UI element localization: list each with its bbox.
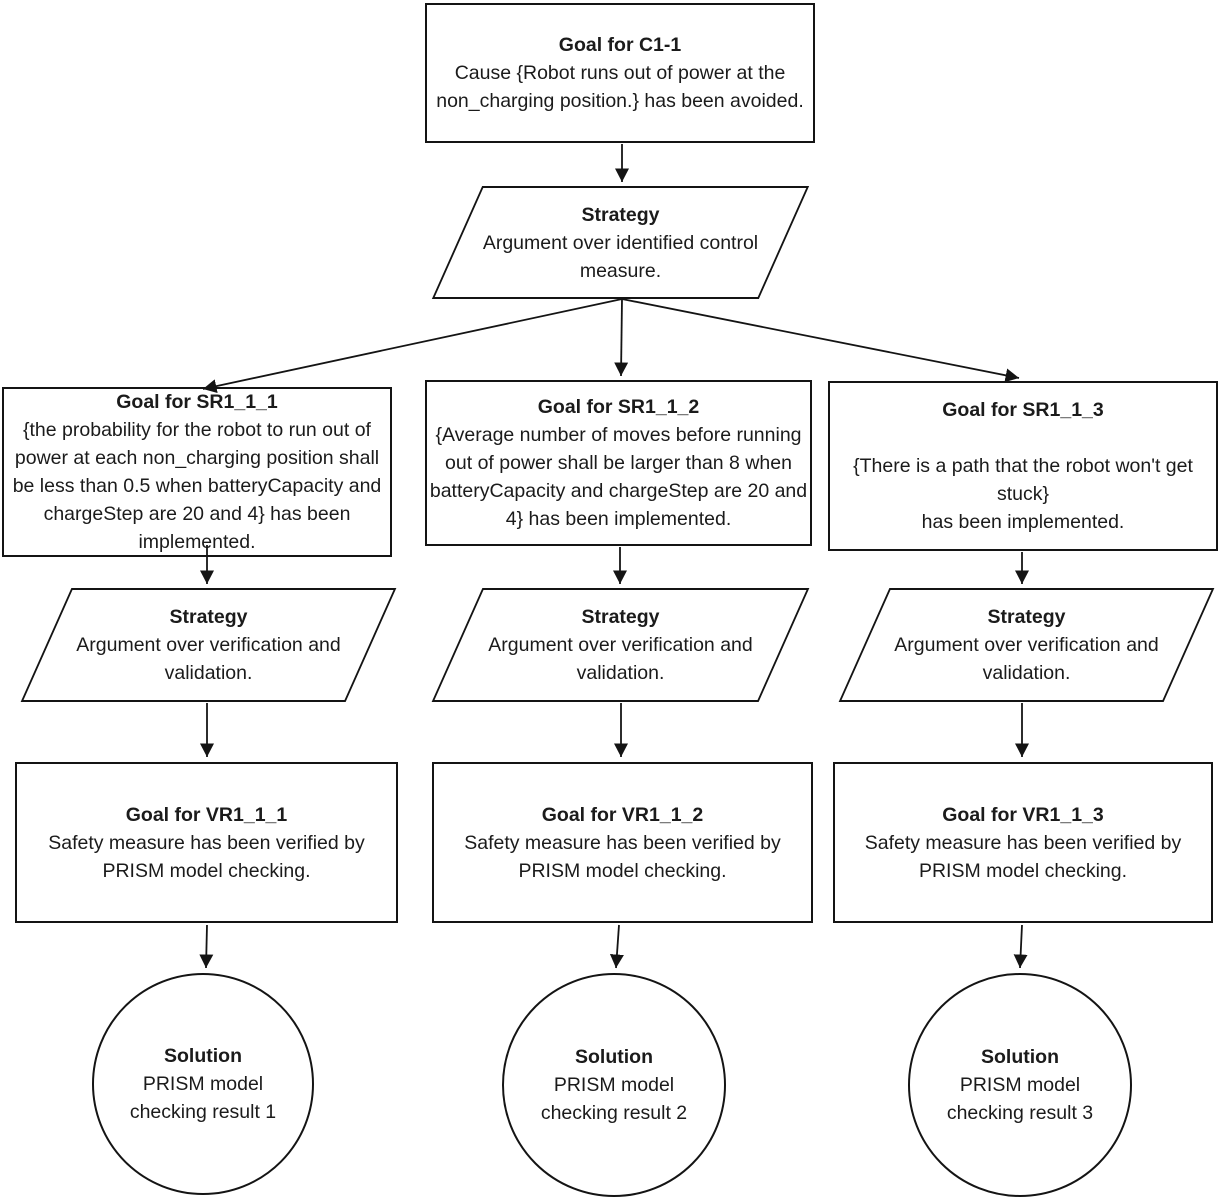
- strategy-sr1-1-2-node: Strategy Argument over verification and …: [431, 588, 810, 702]
- solution-1-node: Solution PRISM model checking result 1: [92, 973, 314, 1195]
- strategy-sr1-1-2-body: Argument over verification and validatio…: [488, 634, 753, 684]
- goal-sr1-1-1-title: Goal for SR1_1_1: [116, 391, 278, 413]
- strategy-c1-1-body: Argument over identified control measure…: [482, 231, 759, 282]
- goal-sr1-1-3-title: Goal for SR1_1_3: [942, 399, 1104, 421]
- strategy-sr1-1-3-body: Argument over verification and validatio…: [894, 634, 1159, 684]
- strategy-c1-1-node: Strategy Argument over identified contro…: [431, 186, 810, 299]
- goal-vr1-1-1-body: Safety measure has been verified by PRIS…: [48, 831, 365, 882]
- solution-2-node: Solution PRISM model checking result 2: [502, 973, 726, 1197]
- connector-strategy-to-sr1-1-2: [614, 298, 629, 377]
- goal-c1-1-body: Cause {Robot runs out of power at the no…: [436, 62, 804, 112]
- goal-vr1-1-3-node: Goal for VR1_1_3 Safety measure has been…: [833, 762, 1213, 923]
- goal-sr1-1-2-body: {Average number of moves before running …: [429, 424, 808, 530]
- goal-sr1-1-2-node: Goal for SR1_1_2 {Average number of move…: [425, 380, 812, 546]
- strategy-sr1-1-1-node: Strategy Argument over verification and …: [20, 588, 397, 702]
- solution-1-body: PRISM model checking result 1: [129, 1073, 277, 1123]
- solution-3-body: PRISM model checking result 3: [946, 1074, 1094, 1124]
- strategy-c1-1-title: Strategy: [581, 203, 660, 226]
- goal-vr1-1-2-node: Goal for VR1_1_2 Safety measure has been…: [432, 762, 813, 923]
- strategy-sr1-1-1-title: Strategy: [169, 606, 248, 628]
- connector-vr1-1-2-to-solution: [609, 924, 624, 969]
- goal-sr1-1-1-node: Goal for SR1_1_1 {the probability for th…: [2, 387, 392, 557]
- connector-strategy-to-sr1-1-3: [621, 298, 1020, 383]
- goal-vr1-1-2-title: Goal for VR1_1_2: [541, 803, 704, 826]
- connector-strategy-to-sr1-1-1: [202, 298, 623, 394]
- goal-c1-1-title: Goal for C1-1: [558, 34, 682, 56]
- goal-vr1-1-2-body: Safety measure has been verified by PRIS…: [464, 831, 781, 882]
- strategy-sr1-1-1-body: Argument over verification and validatio…: [76, 634, 341, 684]
- solution-2-body: PRISM model checking result 2: [540, 1074, 688, 1124]
- solution-3-title: Solution: [981, 1046, 1059, 1068]
- goal-sr1-1-2-title: Goal for SR1_1_2: [537, 396, 700, 418]
- goal-sr1-1-3-body: {There is a path that the robot won't ge…: [853, 455, 1193, 533]
- goal-sr1-1-3-node: Goal for SR1_1_3 {There is a path that t…: [828, 381, 1218, 551]
- strategy-sr1-1-3-node: Strategy Argument over verification and …: [838, 588, 1215, 702]
- solution-2-title: Solution: [575, 1046, 653, 1068]
- solution-1-title: Solution: [164, 1045, 242, 1067]
- connector-vr1-1-1-to-solution: [199, 924, 214, 969]
- strategy-sr1-1-3-title: Strategy: [987, 606, 1066, 628]
- solution-3-node: Solution PRISM model checking result 3: [908, 973, 1132, 1197]
- goal-vr1-1-1-node: Goal for VR1_1_1 Safety measure has been…: [15, 762, 398, 923]
- goal-vr1-1-1-title: Goal for VR1_1_1: [125, 803, 288, 826]
- goal-c1-1-node: Goal for C1-1 Cause {Robot runs out of p…: [425, 3, 815, 143]
- connector-vr1-1-3-to-solution: [1013, 924, 1028, 969]
- goal-sr1-1-1-body: {the probability for the robot to run ou…: [12, 419, 382, 553]
- strategy-sr1-1-2-title: Strategy: [581, 606, 660, 628]
- goal-vr1-1-3-title: Goal for VR1_1_3: [942, 803, 1104, 826]
- goal-vr1-1-3-body: Safety measure has been verified by PRIS…: [864, 831, 1182, 882]
